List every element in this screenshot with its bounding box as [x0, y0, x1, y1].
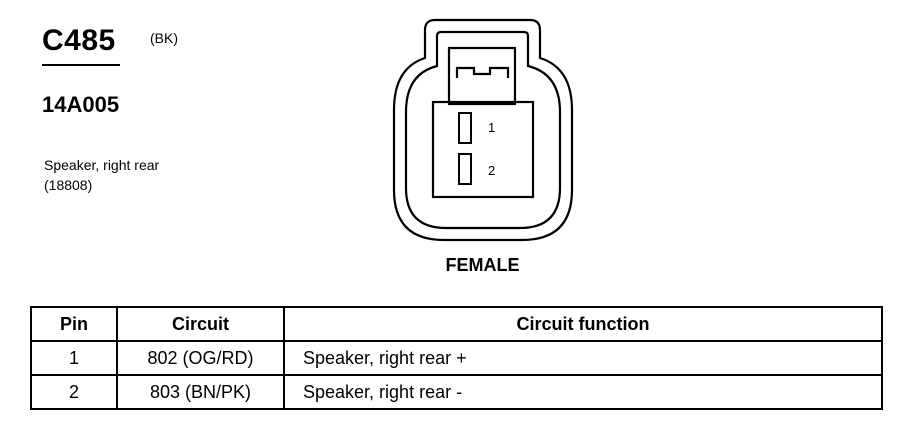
connector-view-label: FEMALE: [445, 255, 520, 275]
cell-pin: 1: [30, 340, 118, 376]
latch-tab: [455, 66, 510, 78]
pin-label-2: 2: [488, 163, 495, 178]
header-circuit-function: Circuit function: [283, 306, 883, 342]
pin-table-header-row: Pin Circuit Circuit function: [30, 306, 883, 342]
housing-outer: [392, 18, 574, 242]
pin-table: Pin Circuit Circuit function 1 802 (OG/R…: [30, 306, 883, 410]
housing-inner: [404, 30, 562, 230]
connector-color: (BK): [150, 30, 178, 46]
cell-circuit: 803 (BN/PK): [116, 374, 285, 410]
pin-cavity-block: [431, 100, 535, 199]
cell-circuit-function: Speaker, right rear +: [283, 340, 883, 376]
connector-description: Speaker, right rear (18808): [44, 155, 159, 195]
table-row: 1 802 (OG/RD) Speaker, right rear +: [30, 340, 883, 376]
terminal-1: [458, 112, 472, 144]
pin-label-1: 1: [488, 120, 495, 135]
terminal-2: [458, 153, 472, 185]
part-number: 14A005: [42, 92, 120, 117]
table-row: 2 803 (BN/PK) Speaker, right rear -: [30, 374, 883, 410]
connector-id: C485: [42, 24, 116, 57]
header-pin: Pin: [30, 306, 118, 342]
header-circuit: Circuit: [116, 306, 285, 342]
latch-icon: [447, 46, 517, 106]
cell-circuit-function: Speaker, right rear -: [283, 374, 883, 410]
description-line-2: (18808): [44, 177, 93, 193]
description-line-1: Speaker, right rear: [44, 157, 160, 173]
cell-circuit: 802 (OG/RD): [116, 340, 285, 376]
connector-id-underline: [42, 64, 120, 66]
cell-pin: 2: [30, 374, 118, 410]
